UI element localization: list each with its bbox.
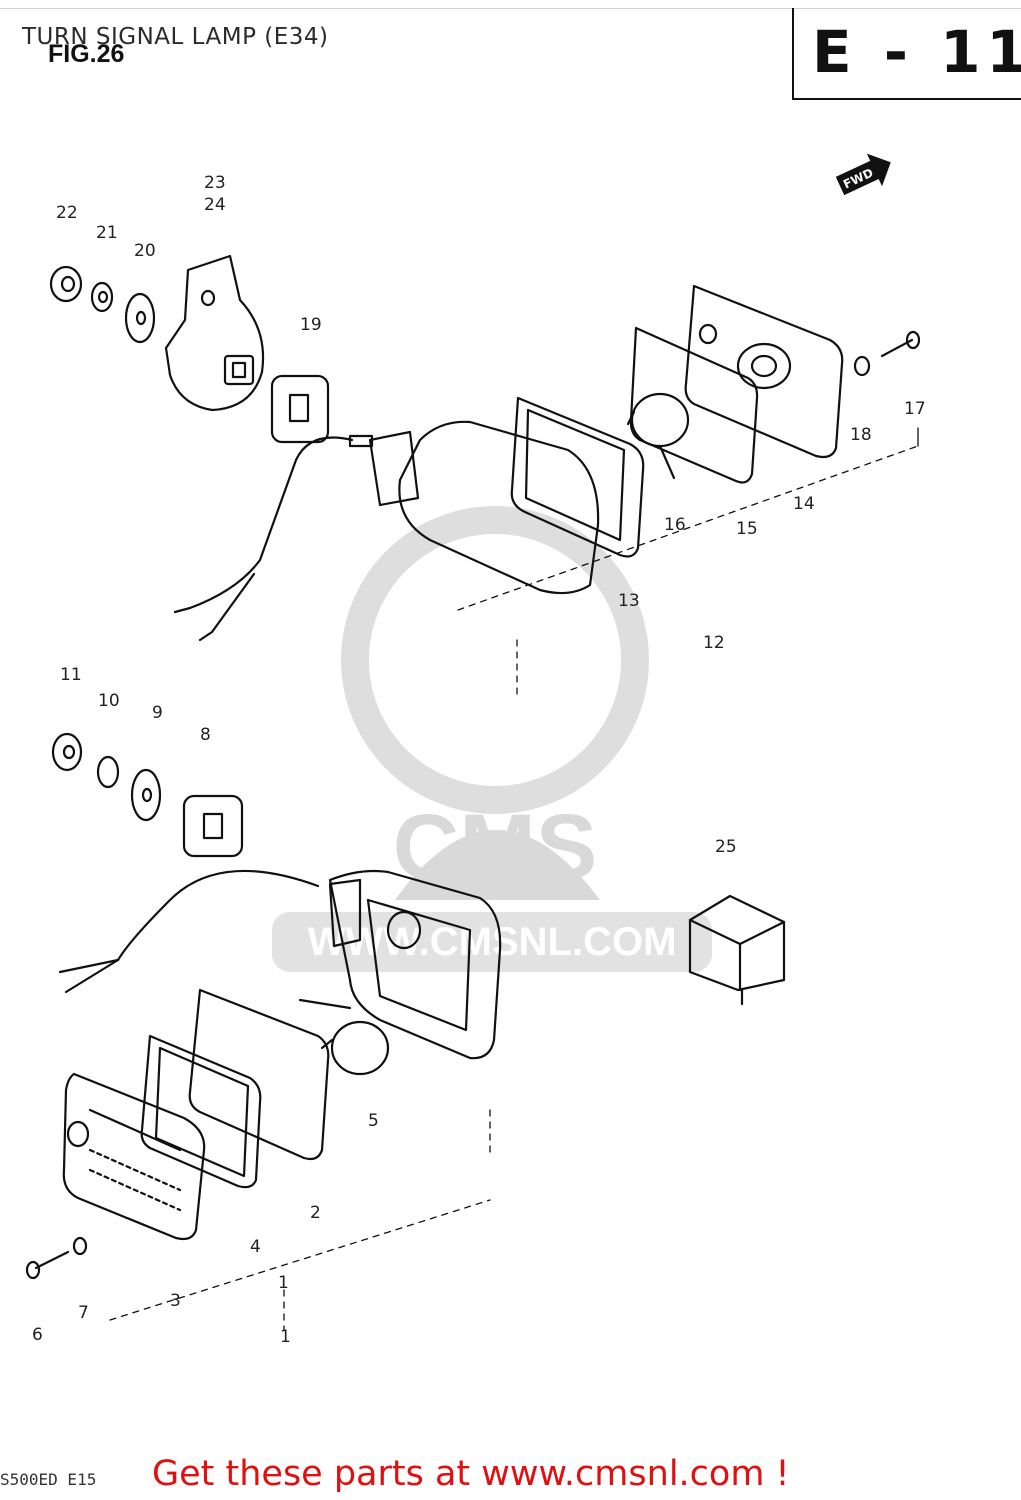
- callout-23: 23: [204, 173, 226, 193]
- part-16-bulb: [626, 392, 690, 480]
- part-3-lens: [62, 1072, 206, 1241]
- watermark-brand: CMS: [393, 796, 597, 898]
- section-code: E - 11: [812, 18, 1021, 86]
- callout-17: 17: [904, 399, 926, 419]
- callout-24: 24: [204, 195, 226, 215]
- callout-3: 3: [170, 1291, 181, 1311]
- callout-12: 12: [703, 633, 725, 653]
- watermark-url: WWW.CMSNL.COM: [308, 920, 677, 964]
- part-25-relay: [688, 894, 786, 1006]
- part-18-washer: [853, 355, 871, 377]
- promo-link[interactable]: Get these parts at www.cmsnl.com !: [152, 1454, 790, 1494]
- callout-6: 6: [32, 1325, 43, 1345]
- fwd-arrow: FWD: [835, 153, 891, 196]
- part-19-grommet: [270, 374, 330, 444]
- section-box: [792, 8, 1021, 100]
- callout-15: 15: [736, 519, 758, 539]
- part-10-lock-washer: [96, 755, 120, 789]
- part-14-lens: [684, 284, 844, 459]
- part-21-lock-washer: [90, 281, 114, 313]
- part-5-bulb: [298, 998, 390, 1076]
- callout-10: 10: [98, 691, 120, 711]
- callout-21: 21: [96, 223, 118, 243]
- callout-1a: 1: [278, 1273, 289, 1293]
- cms-watermark: CMS WWW.CMSNL.COM: [272, 506, 712, 972]
- part-17-screw: [880, 330, 921, 358]
- model-code: S500ED E15: [0, 1470, 97, 1489]
- callout-14: 14: [793, 494, 815, 514]
- callout-18: 18: [850, 425, 872, 445]
- part-9-washer: [130, 768, 162, 822]
- callout-8: 8: [200, 725, 211, 745]
- part-22-nut: [49, 265, 83, 303]
- top-rule: [0, 8, 1021, 9]
- callout-20: 20: [134, 241, 156, 261]
- part-6-screw: [25, 1250, 70, 1280]
- callout-1b: 1: [280, 1327, 291, 1347]
- callout-4: 4: [250, 1237, 261, 1257]
- part-11-nut: [51, 732, 83, 772]
- callout-11: 11: [60, 665, 82, 685]
- upper-lamp-housing: [173, 420, 600, 642]
- lower-lamp-housing: [58, 869, 502, 1060]
- callout-5: 5: [368, 1111, 379, 1131]
- part-20-washer: [124, 292, 156, 344]
- part-23-bracket: [164, 254, 265, 412]
- part-13-gasket: [510, 396, 645, 558]
- callout-2: 2: [310, 1203, 321, 1223]
- callout-numbers: 22 21 20 23 24 19 13 12 16 15 14 18 17 1…: [32, 173, 926, 1347]
- callout-22: 22: [56, 203, 78, 223]
- callout-25: 25: [715, 837, 737, 857]
- callout-19: 19: [300, 315, 322, 335]
- part-7-washer: [72, 1236, 88, 1256]
- part-8-grommet: [182, 794, 244, 858]
- callout-16: 16: [664, 515, 686, 535]
- figure-label: FIG.26: [48, 40, 125, 68]
- part-15-lens-gasket: [629, 326, 759, 484]
- callout-9: 9: [152, 703, 163, 723]
- callout-7: 7: [78, 1303, 89, 1323]
- page-title: TURN SIGNAL LAMP (E34): [22, 24, 329, 50]
- callout-13: 13: [618, 591, 640, 611]
- part-2-gasket: [188, 988, 330, 1161]
